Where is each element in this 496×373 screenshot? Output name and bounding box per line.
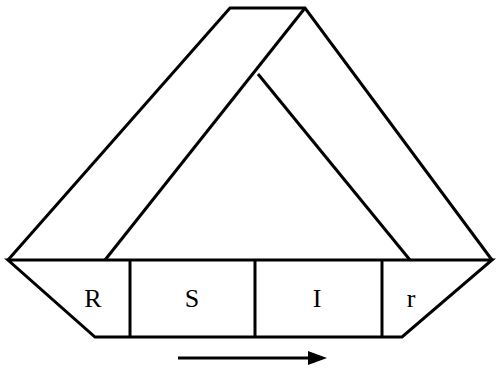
compartment-divider: [254, 260, 257, 337]
compartment-divider: [381, 260, 384, 337]
compartment-letter: I: [309, 283, 326, 316]
compartment-letter: S: [181, 283, 203, 316]
compartment-letter: r: [403, 283, 420, 316]
flow-arrow-shaft: [178, 357, 312, 360]
compartment-cell: S: [181, 283, 203, 316]
compartment-cell: I: [309, 283, 326, 316]
inner-ribbon-edge: [105, 8, 305, 260]
compartment-letter: R: [80, 283, 105, 316]
compartment-cell: R: [80, 283, 105, 316]
compartment-cell: r: [403, 283, 420, 316]
compartment-band: [8, 260, 492, 337]
inner-ribbon-edge: [258, 74, 410, 260]
outer-ribbon-outline: [8, 8, 492, 260]
compartment-divider: [129, 260, 132, 337]
flow-arrow-head: [308, 351, 327, 365]
